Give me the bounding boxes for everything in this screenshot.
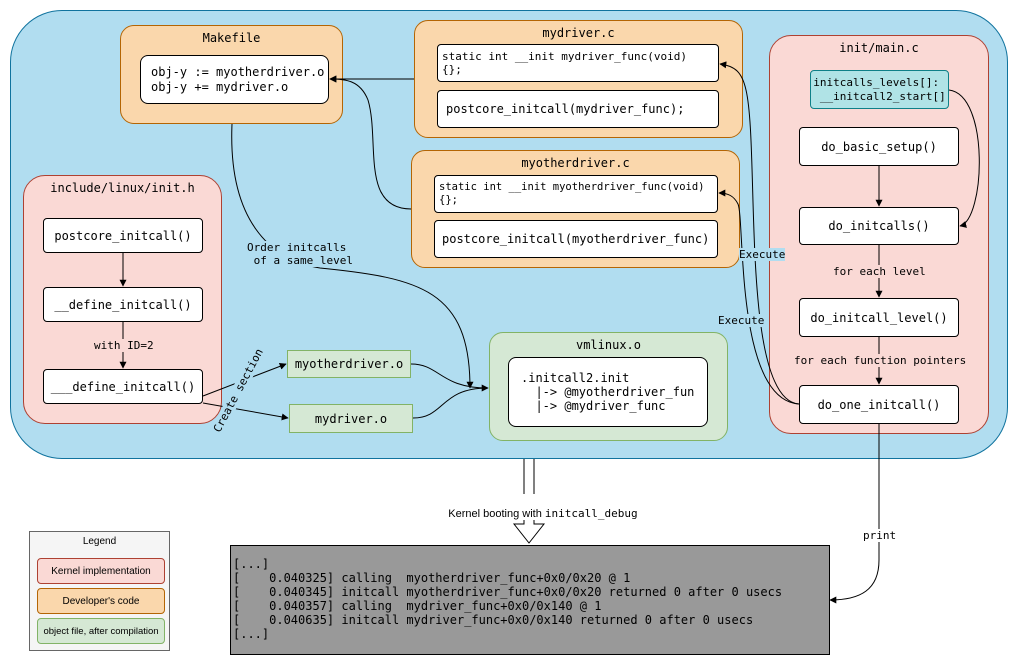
booting-label: Kernel booting with initcall_debug	[435, 494, 638, 520]
initcalls-levels-box: initcalls_levels[]: __initcall2_start[]	[810, 70, 949, 109]
legend-object-file: object file, after compilation	[37, 618, 165, 644]
myotherdriver-func-def: static int __init myotherdriver_func(voi…	[434, 175, 718, 213]
for-each-function-pointers-label: for each function pointers	[794, 354, 967, 367]
main-c-title: init/main.c	[839, 41, 919, 55]
myotherdriver-object: myotherdriver.o	[287, 350, 411, 378]
myotherdriver-c-title: myotherdriver.c	[521, 156, 630, 170]
postcore-initcall-box: postcore_initcall()	[43, 218, 203, 253]
order-initcalls-label: Order initcalls of a same level	[247, 241, 353, 267]
init-h-title: include/linux/init.h	[50, 181, 195, 195]
do-one-initcall-box: do_one_initcall()	[799, 385, 959, 424]
boot-console-output: [...] [ 0.040325] calling myotherdriver_…	[230, 545, 830, 655]
triple-define-initcall-box: ___define_initcall()	[43, 369, 203, 404]
legend-kernel-implementation: Kernel implementation	[37, 558, 165, 584]
booting-code: initcall_debug	[544, 507, 638, 520]
mydriver-initcall: postcore_initcall(mydriver_func);	[437, 90, 719, 128]
execute-label-1: Execute	[739, 248, 786, 261]
legend: Legend Kernel implementation Developer's…	[29, 531, 170, 651]
do-initcalls-box: do_initcalls()	[799, 207, 959, 245]
makefile-title: Makefile	[202, 31, 261, 45]
for-each-level-label: for each level	[833, 265, 926, 278]
define-initcall-box: __define_initcall()	[43, 287, 203, 322]
legend-developer-code: Developer's code	[37, 588, 165, 614]
vmlinux-sections: .initcall2.init |-> @myotherdriver_fun |…	[508, 357, 708, 427]
mydriver-c-title: mydriver.c	[542, 26, 615, 40]
do-initcall-level-box: do_initcall_level()	[799, 298, 959, 337]
vmlinux-title: vmlinux.o	[575, 338, 642, 352]
do-basic-setup-box: do_basic_setup()	[799, 127, 959, 166]
print-label: print	[863, 529, 897, 542]
mydriver-func-def: static int __init mydriver_func(void) {}…	[437, 44, 719, 82]
makefile-content: obj-y := myotherdriver.o obj-y += mydriv…	[140, 55, 329, 104]
legend-title: Legend	[82, 536, 117, 547]
with-id-label: with ID=2	[93, 339, 155, 352]
myotherdriver-initcall: postcore_initcall(myotherdriver_func)	[434, 220, 718, 258]
execute-label-2: Execute	[718, 314, 765, 327]
booting-prefix: Kernel booting with	[448, 508, 545, 520]
mydriver-object: mydriver.o	[289, 404, 413, 433]
